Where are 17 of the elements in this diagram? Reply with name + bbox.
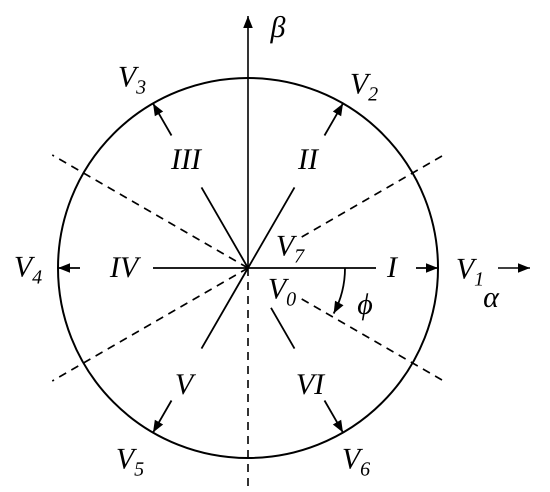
sector-label: III <box>171 145 201 175</box>
axis-label: β <box>270 13 286 43</box>
sector-label: IV <box>110 253 138 283</box>
sector-label: I <box>387 253 397 283</box>
sector-label: II <box>298 145 318 175</box>
vector-label: V$_{4}$ <box>14 252 42 288</box>
axis-label: α <box>483 283 499 313</box>
vector-label: V$_{3}$ <box>118 62 146 98</box>
sector-label: V <box>174 370 194 400</box>
sector-label: VI <box>296 370 324 400</box>
vector-label: V$_{7}$ <box>276 232 304 266</box>
vector-label: V$_{6}$ <box>342 444 370 480</box>
vector-label: V$_{0}$ <box>268 274 296 310</box>
vector-label: V$_{5}$ <box>116 444 144 480</box>
angle-label: ϕ <box>357 290 373 320</box>
vector-label: V$_{2}$ <box>350 70 378 104</box>
vector-label: V$_{1}$ <box>456 254 484 290</box>
